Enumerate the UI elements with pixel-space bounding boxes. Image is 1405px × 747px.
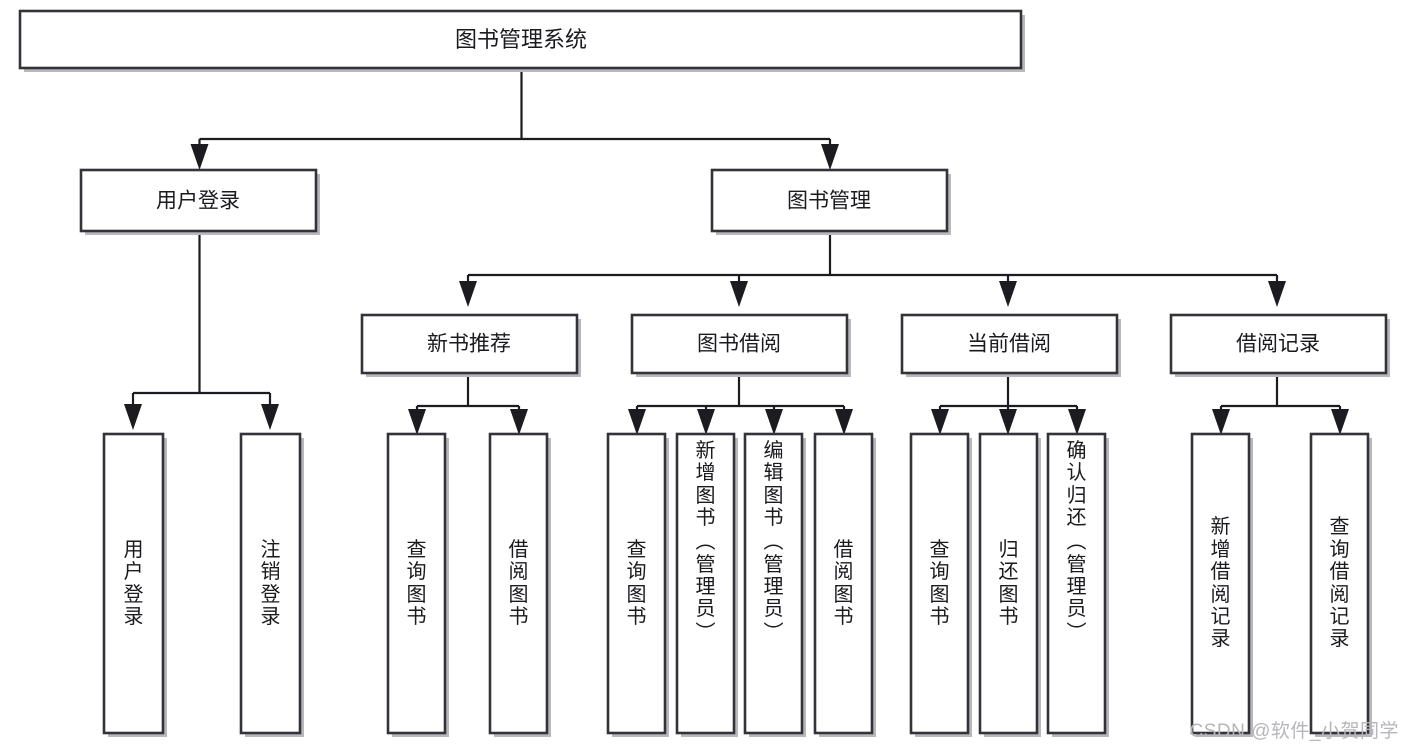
arrow-to-user-login-leaf bbox=[124, 404, 142, 430]
arrow-borrow-leaf-3 bbox=[765, 409, 783, 435]
arrow-current-leaf-3 bbox=[1068, 409, 1086, 435]
node-borrow-record[interactable] bbox=[1169, 313, 1388, 375]
arrow-borrow-leaf-1 bbox=[628, 409, 646, 435]
node-leaf-current-query-book[interactable] bbox=[909, 432, 970, 735]
arrow-to-new-book-recommend bbox=[459, 281, 477, 307]
arrow-record-leaf-1 bbox=[1212, 409, 1230, 435]
arrow-borrow-leaf-2 bbox=[697, 409, 715, 435]
node-leaf-logout[interactable] bbox=[239, 432, 302, 735]
node-book-management-system[interactable] bbox=[18, 9, 1023, 70]
node-new-book-recommend[interactable] bbox=[360, 313, 579, 375]
node-leaf-record-add-record[interactable] bbox=[1190, 432, 1251, 735]
node-leaf-borrow-query-book[interactable] bbox=[606, 432, 667, 735]
node-book-borrow[interactable] bbox=[630, 313, 849, 375]
arrow-to-user-login bbox=[190, 144, 209, 170]
node-book-management[interactable] bbox=[710, 168, 949, 233]
node-layer: 图书管理系统 用户登录 图书管理 新书推荐 图书借阅 当前借阅 借阅记录 bbox=[18, 9, 1390, 737]
arrow-to-book-borrow bbox=[730, 281, 748, 307]
arrow-recommend-leaf-2 bbox=[510, 409, 528, 435]
node-leaf-record-query-record[interactable] bbox=[1309, 432, 1370, 735]
new-book-recommend-label: 新书推荐 bbox=[427, 333, 511, 356]
arrow-to-book-management bbox=[821, 144, 839, 170]
node-leaf-borrow-edit-book-admin[interactable] bbox=[743, 432, 804, 735]
connector-layer bbox=[124, 68, 1349, 435]
root-label: 图书管理系统 bbox=[455, 27, 587, 52]
node-leaf-recommend-borrow-book[interactable] bbox=[488, 432, 549, 735]
node-leaf-recommend-query-book[interactable] bbox=[386, 432, 447, 735]
arrow-borrow-leaf-4 bbox=[835, 409, 853, 435]
node-leaf-user-login[interactable] bbox=[102, 432, 165, 735]
node-leaf-borrow-add-book-admin[interactable] bbox=[675, 432, 736, 735]
borrow-record-label: 借阅记录 bbox=[1236, 333, 1320, 356]
arrow-to-current-borrow bbox=[999, 281, 1017, 307]
arrow-to-borrow-record bbox=[1268, 281, 1286, 307]
book-management-label: 图书管理 bbox=[787, 190, 871, 213]
arrow-to-logout-leaf bbox=[261, 404, 279, 430]
arrow-current-leaf-2 bbox=[999, 409, 1017, 435]
arrow-record-leaf-2 bbox=[1331, 409, 1349, 435]
current-borrow-label: 当前借阅 bbox=[967, 333, 1051, 356]
node-user-login[interactable] bbox=[79, 168, 318, 233]
node-current-borrow[interactable] bbox=[900, 313, 1119, 375]
user-login-label: 用户登录 bbox=[156, 190, 240, 213]
arrow-recommend-leaf-1 bbox=[408, 409, 426, 435]
node-leaf-borrow-borrow-book[interactable] bbox=[813, 432, 874, 735]
node-leaf-current-confirm-return-admin[interactable] bbox=[1046, 432, 1107, 735]
node-leaf-current-return-book[interactable] bbox=[978, 432, 1039, 735]
book-borrow-label: 图书借阅 bbox=[697, 333, 781, 356]
csdn-watermark: CSDN @软件_小贺同学 bbox=[1189, 721, 1399, 742]
arrow-current-leaf-1 bbox=[931, 409, 949, 435]
